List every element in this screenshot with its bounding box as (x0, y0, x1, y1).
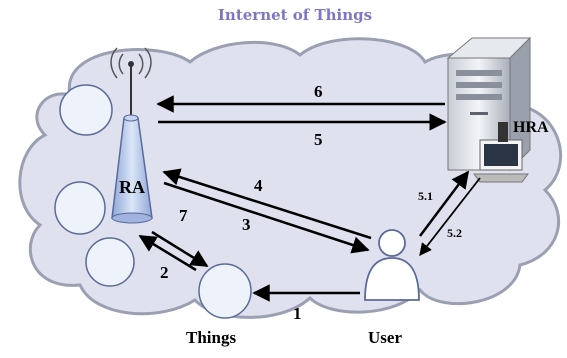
step-5-2-label: 5.2 (447, 226, 462, 240)
step-5-1-label: 5.1 (418, 189, 433, 203)
device-circle-1 (59, 84, 113, 136)
step-1-label: 1 (293, 304, 302, 323)
ra-label: RA (119, 177, 145, 197)
device-circle-2 (54, 181, 106, 235)
step-5-label: 5 (314, 130, 323, 149)
things-circle (198, 263, 252, 319)
step-6-label: 6 (314, 82, 323, 101)
arrow-3 (163, 181, 370, 254)
step-7-label: 7 (179, 206, 188, 225)
hra-label: HRA (513, 119, 549, 136)
arrow-4 (162, 168, 372, 240)
ra-tower-icon (110, 47, 153, 224)
user-label: User (368, 328, 402, 347)
arrow-5-1 (419, 170, 470, 237)
step-4-label: 4 (254, 176, 263, 195)
hra-server-icon (446, 36, 532, 183)
user-icon (364, 229, 420, 301)
arrows (138, 95, 481, 302)
device-circles (54, 84, 252, 319)
arrow-7 (151, 230, 209, 268)
step-2-label: 2 (160, 263, 169, 282)
arrow-5-2 (419, 177, 481, 256)
device-circle-3 (85, 237, 135, 287)
step-3-label: 3 (242, 215, 251, 234)
things-label: Things (186, 328, 237, 347)
arrow-2 (138, 234, 197, 272)
diagram-title: Internet of Things (217, 6, 373, 24)
